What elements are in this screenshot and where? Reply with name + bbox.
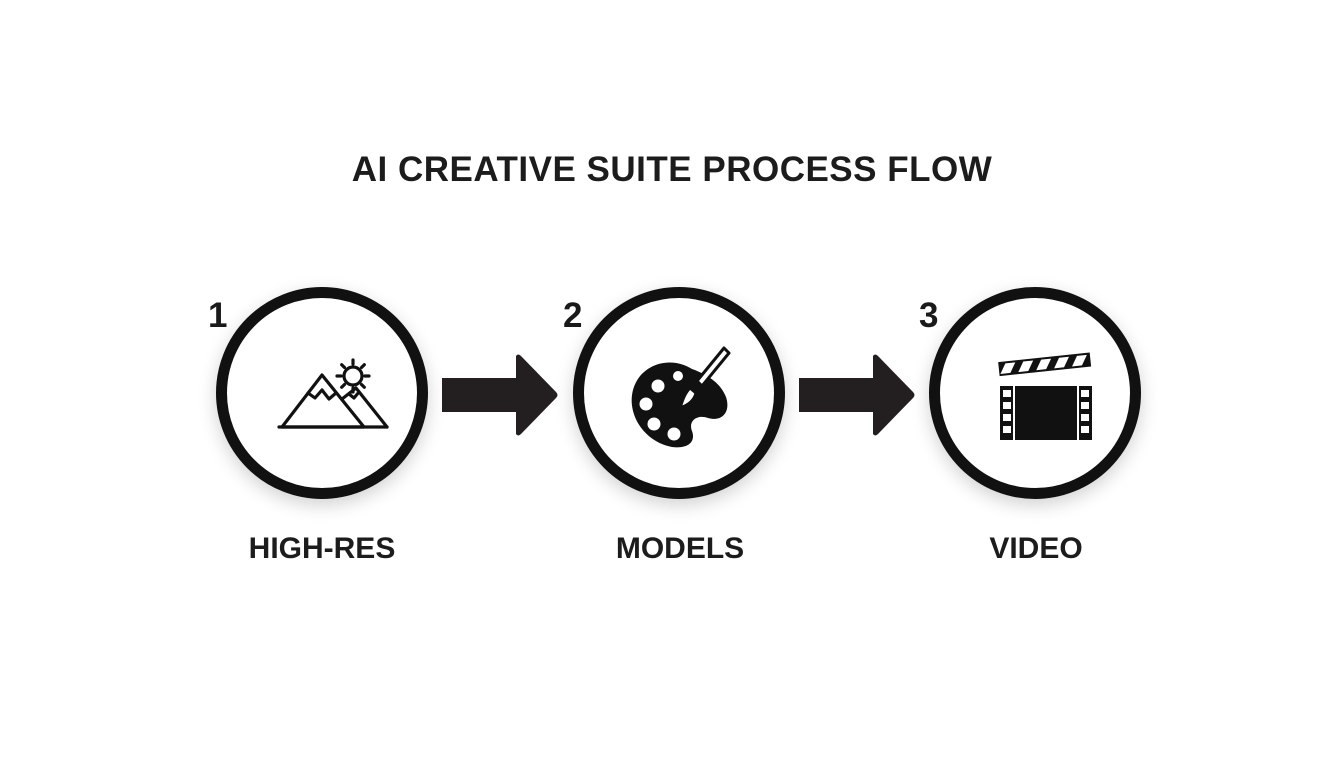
step-3-circle xyxy=(929,287,1141,499)
clapperboard-icon xyxy=(998,352,1092,440)
arrow-right-icon xyxy=(799,354,915,436)
step-3-label: VIDEO xyxy=(989,532,1083,565)
step-1-number: 1 xyxy=(208,296,228,335)
step-2-number: 2 xyxy=(563,296,583,335)
arrow-right-icon xyxy=(442,354,558,436)
mountain-sun-icon xyxy=(277,358,389,429)
step-3-number: 3 xyxy=(919,296,939,335)
step-1-circle xyxy=(216,287,428,499)
step-2-circle xyxy=(573,287,785,499)
step-1-label: HIGH-RES xyxy=(248,532,396,565)
palette-brush-icon xyxy=(631,346,731,448)
diagram-title: AI CREATIVE SUITE PROCESS FLOW xyxy=(351,150,993,189)
step-2-label: MODELS xyxy=(615,532,745,565)
